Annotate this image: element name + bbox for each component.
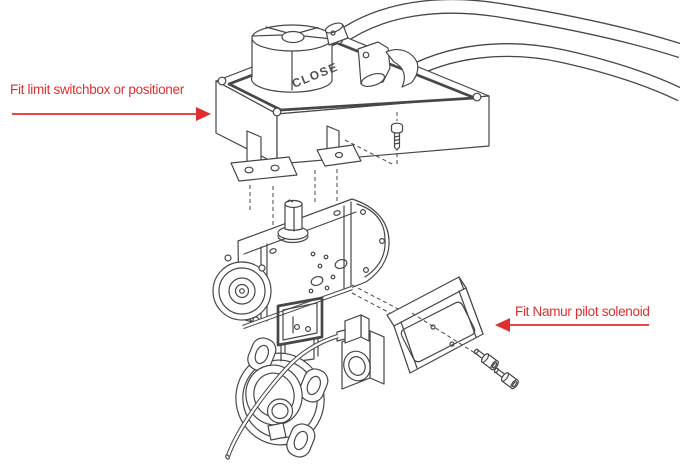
valve-lug: [247, 337, 277, 372]
solenoid-cable: [225, 333, 339, 460]
arrowhead-left: [495, 318, 510, 332]
assembly-leader-lines: [249, 112, 398, 248]
right-annotation-arrow: [495, 318, 649, 332]
valve-lug: [286, 423, 316, 458]
solenoid-connector-box: [336, 314, 370, 344]
solenoid-mounting-screw: [473, 348, 499, 371]
lid-screw: [217, 76, 227, 86]
limit-switchbox: CLOSE: [215, 22, 490, 165]
arrowhead-right: [196, 107, 211, 121]
cable-gland-fittings: [324, 22, 419, 88]
solenoid-mounting-screw: [493, 367, 519, 390]
lid-screw: [272, 107, 282, 117]
valve-lug: [299, 368, 329, 403]
note-namur-solenoid: Fit Namur pilot solenoid: [515, 304, 650, 319]
namur-pilot-solenoid: [336, 276, 519, 390]
valve-foot-tab: [267, 422, 287, 441]
bracket-screw: [390, 122, 404, 151]
position-indicator-dome: CLOSE: [250, 24, 340, 93]
pneumatic-actuator: [212, 198, 390, 325]
solenoid-spool-panel: [400, 301, 476, 363]
note-limit-switchbox: Fit limit switchbox or positioner: [10, 82, 184, 97]
lid-screw: [472, 92, 482, 102]
left-annotation-arrow: [12, 107, 211, 121]
conduit-cables: [335, 0, 680, 102]
butterfly-valve: [235, 337, 329, 458]
actuator-drive-shaft: [277, 199, 309, 244]
switchbox-mounting-brackets: [230, 125, 362, 182]
